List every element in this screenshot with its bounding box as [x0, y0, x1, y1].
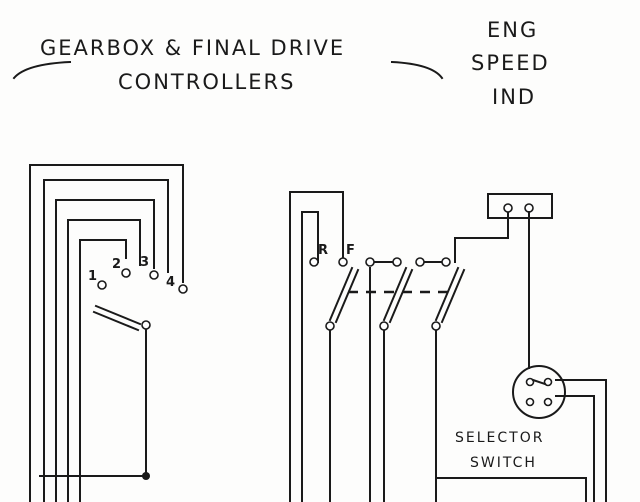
gearbox-terminal-1 — [97, 280, 107, 290]
controllers-title-line1: GEARBOX & FINAL DRIVE — [40, 36, 345, 60]
final-drive-terminal-r — [309, 257, 319, 267]
gearbox-pos-3: 3 — [140, 255, 149, 270]
final-drive-pos-f: F — [346, 243, 355, 258]
gearbox-common-terminal — [141, 320, 151, 330]
final-drive-pos-r: R — [318, 243, 328, 258]
engine-speed-indicator — [487, 193, 553, 369]
selector-switch-label-line2: SWITCH — [470, 455, 537, 471]
gearbox-terminal-3 — [149, 270, 159, 280]
gearbox-junction-dot — [142, 472, 150, 480]
gearbox-switch-blade — [94, 304, 142, 326]
gearbox-pos-2: 2 — [112, 257, 121, 272]
selector-switch — [512, 365, 607, 502]
selector-switch-label-line1: SELECTOR — [455, 430, 544, 446]
final-drive-terminals — [309, 257, 466, 331]
indicator-title-line3: IND — [492, 85, 536, 109]
controllers-title-line2: CONTROLLERS — [118, 70, 295, 94]
gearbox-terminal-4 — [178, 284, 188, 294]
gearbox-wires — [29, 164, 184, 502]
indicator-title-line1: ENG — [487, 18, 538, 42]
gearbox-terminals — [92, 268, 188, 480]
final-drive-wires — [289, 191, 587, 502]
indicator-title-line2: SPEED — [471, 51, 550, 75]
gearbox-pos-1: 1 — [88, 269, 97, 284]
gearbox-pos-4: 4 — [166, 275, 175, 290]
title-brace-right — [390, 60, 444, 80]
title-brace-left — [12, 60, 72, 80]
gearbox-terminal-2 — [121, 268, 131, 278]
final-drive-terminal-f — [338, 257, 348, 267]
